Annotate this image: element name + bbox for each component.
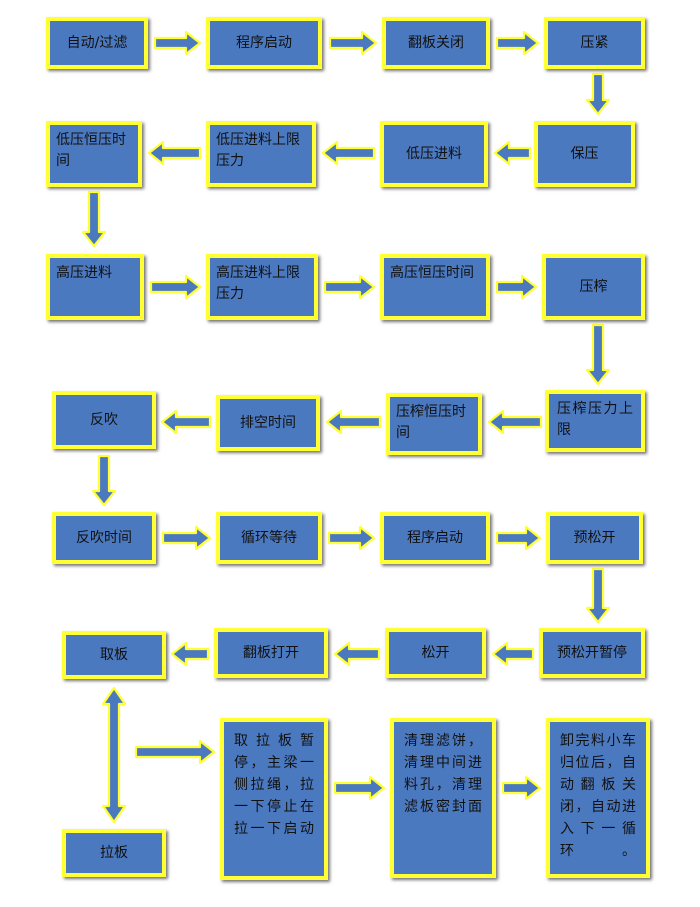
node-take-plate: 取板 (62, 631, 166, 679)
node-program-start-1: 程序启动 (206, 17, 322, 69)
node-release: 松开 (385, 628, 486, 678)
node-squeeze-upper-limit: 压榨压力上限 (545, 390, 645, 452)
node-back-blow: 反吹 (52, 391, 156, 449)
arrow-squeeze-to-limit (585, 323, 611, 386)
arrow-limit-to-lowtime (147, 140, 202, 166)
arrow-wait-to-start (327, 525, 376, 551)
node-drain-time: 排空时间 (216, 395, 320, 451)
node-low-constant-time: 低压恒压时间 (46, 121, 142, 187)
node-cycle-note: 卸完料小车归位后，自动翻板关闭，自动进入下一循环。 (546, 718, 650, 878)
arrow-hold-to-lowfeed (493, 140, 532, 166)
arrow-release-to-flipopen (333, 641, 381, 667)
node-squeeze: 压榨 (542, 254, 645, 320)
node-high-feed: 高压进料 (46, 254, 144, 320)
arrow-drain-to-blow (160, 409, 212, 435)
arrow-lowfeed-to-limit (321, 140, 376, 166)
arrow-take-pull-double (101, 686, 127, 824)
arrow-pause-to-release (491, 641, 535, 667)
arrow-consttime-to-drain (325, 409, 382, 435)
arrow-pause-to-clean (333, 775, 386, 801)
node-low-feed: 低压进料 (380, 121, 488, 187)
arrow-blowtime-to-wait (161, 525, 212, 551)
node-low-feed-upper-limit: 低压进料上限压力 (206, 121, 316, 187)
node-press-tight: 压紧 (544, 17, 645, 69)
node-high-constant-time: 高压恒压时间 (380, 254, 490, 320)
arrow-prerelease-to-pause (585, 567, 611, 624)
node-cycle-wait: 循环等待 (216, 512, 322, 564)
node-high-feed-upper-limit: 高压进料上限压力 (206, 254, 318, 320)
arrow-hightime-to-squeeze (495, 274, 538, 300)
arrow-limit-to-hightime (323, 274, 376, 300)
node-hold-pressure: 保压 (534, 121, 635, 187)
arrow-press-to-hold (585, 72, 611, 116)
node-clean-note: 清理滤饼，清理中间进料孔，清理滤板密封面 (390, 718, 496, 878)
node-flip-open: 翻板打开 (214, 628, 328, 678)
arrow-limit-to-consttime (487, 409, 543, 435)
node-pull-plate: 拉板 (62, 829, 166, 877)
arrow-start-to-prerelease (495, 525, 542, 551)
node-pre-release: 预松开 (546, 512, 643, 564)
node-auto-filter: 自动/过滤 (46, 17, 148, 69)
arrow-blow-to-blowtime (91, 454, 117, 507)
node-program-start-2: 程序启动 (380, 512, 490, 564)
arrow-auto-to-start (153, 30, 202, 56)
arrow-lowtime-to-highfeed (81, 190, 107, 248)
node-pre-release-pause: 预松开暂停 (539, 628, 645, 678)
node-flip-close: 翻板关闭 (382, 17, 490, 69)
arrow-to-pause-note (134, 739, 216, 765)
arrow-flipopen-to-take (170, 641, 210, 667)
arrow-flip-to-press (495, 30, 540, 56)
arrow-clean-to-cycle (501, 775, 542, 801)
node-pause-note: 取拉板暂停，主梁一侧拉绳，拉一下停止在拉一下启动 (220, 718, 328, 880)
node-squeeze-constant-time: 压榨恒压时间 (386, 393, 482, 455)
node-back-blow-time: 反吹时间 (52, 512, 156, 564)
arrow-highfeed-to-limit (149, 274, 202, 300)
arrow-start-to-flip (328, 30, 378, 56)
